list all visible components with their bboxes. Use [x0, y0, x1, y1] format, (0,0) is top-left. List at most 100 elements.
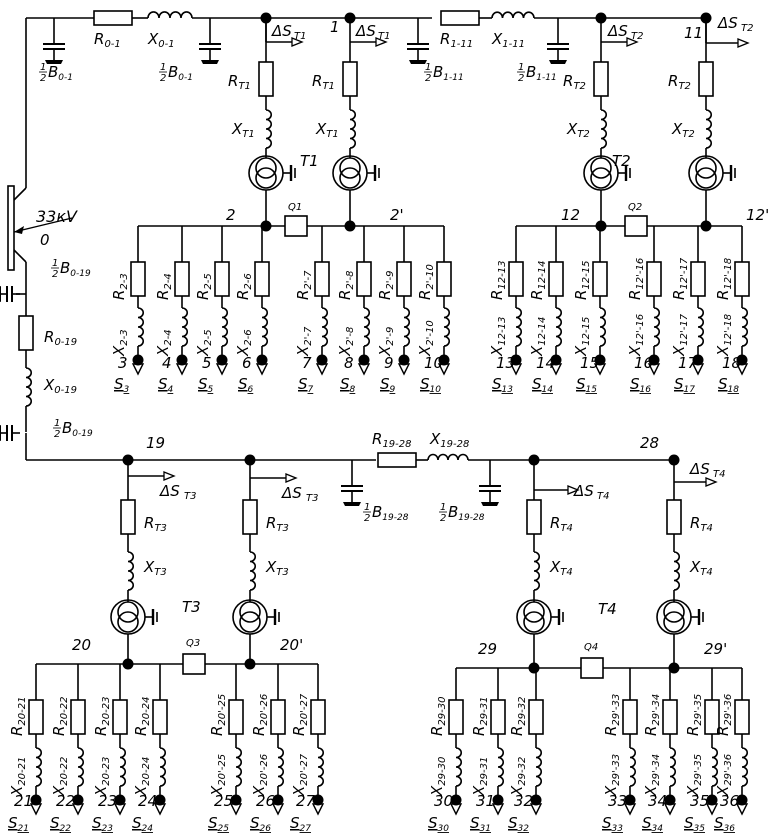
load-T2-br1	[549, 363, 563, 376]
S-main: S	[674, 375, 684, 393]
label-B111b-text: B1-11	[526, 63, 557, 83]
load-T1-br2	[215, 363, 229, 376]
label-T4-R-a-sub: T4	[560, 523, 572, 534]
R-sub: 29'-36	[723, 694, 734, 726]
X-sub: 20'-25	[217, 754, 228, 786]
R-main: R	[290, 726, 308, 736]
X-main: X	[508, 785, 526, 797]
label-R-12-13: R12-13	[488, 261, 508, 301]
R-main: R	[572, 290, 590, 300]
R-main: R	[250, 726, 268, 736]
node-label-23: 23	[98, 792, 117, 810]
R-sub: 29-32	[517, 697, 528, 726]
label-T3-R-b: RT3	[266, 514, 289, 534]
label-B019a-text: B0-19	[60, 259, 91, 279]
X-sub: 29'-36	[723, 754, 734, 786]
label-R111-text: R1-11	[440, 30, 473, 50]
label-R019-main: R	[44, 328, 54, 346]
load-T3-br3	[153, 803, 167, 816]
resistor-T2-b	[698, 61, 714, 97]
load-T1-br0	[131, 363, 145, 376]
label-B111b-sub: 1-11	[536, 73, 556, 83]
resistor-T3-br3	[152, 699, 168, 735]
node-T2-br2	[594, 354, 606, 366]
R-main: R	[626, 290, 644, 300]
node-T1-br0	[132, 354, 144, 366]
S-main: S	[380, 375, 390, 393]
inductor-X1928	[427, 453, 469, 461]
transformer-T1-b-case	[332, 155, 368, 191]
label-B01a-main: B	[48, 63, 58, 81]
label-X01-sub: 0-1	[158, 39, 174, 50]
resistor-T2-br0	[508, 261, 524, 297]
transformer-T3-b-case	[232, 599, 268, 635]
node-label-6: 6	[242, 354, 252, 372]
label-T2-name: T2	[612, 152, 631, 170]
node-label-33: 33	[608, 792, 627, 810]
inductor-T3-br1	[77, 747, 84, 787]
label-T2-X-b: XT2	[671, 120, 695, 140]
S-main: S	[238, 375, 248, 393]
R-main: R	[50, 726, 68, 736]
resistor-T4-br6	[734, 699, 750, 735]
R-main: R	[8, 726, 26, 736]
resistor-T3-br1	[70, 699, 86, 735]
X-sub: 12'-18	[723, 314, 734, 346]
S-sub: 14	[542, 385, 554, 395]
X-main: X	[572, 345, 590, 357]
X-main: X	[376, 345, 394, 357]
X-sub: 2-5	[203, 329, 214, 345]
label-X-29'-33: X29'-33	[602, 754, 622, 797]
label-X-29'-36: X29'-36	[714, 754, 734, 797]
R-sub: 29-30	[437, 697, 448, 726]
S-main: S	[114, 375, 124, 393]
S-sub: 26	[260, 824, 272, 834]
S-sub: 36	[724, 824, 736, 834]
transformer-T1-b-winding-b	[339, 167, 361, 189]
inductor-T4-br0	[455, 747, 462, 787]
label-B1928b-main: B	[448, 503, 458, 521]
inductor-T3-br3	[159, 747, 166, 787]
X-sub: 29'-35	[693, 754, 704, 786]
S-main: S	[532, 375, 542, 393]
inductor-T4-br1	[497, 747, 504, 787]
X-sub: 12'-16	[635, 314, 646, 346]
load-label-16: S16	[630, 375, 651, 395]
transformer-T4-a	[516, 599, 564, 635]
label-T1-bus-a: 2	[226, 206, 236, 224]
label-dS-T2b-sub: T2	[741, 23, 753, 34]
label-dS-T4a-sub: T4	[597, 491, 609, 502]
label-B1928a-den: 2	[364, 513, 370, 524]
X-sub: 20-22	[59, 757, 70, 786]
label-T3-bus-b: 20'	[280, 636, 303, 654]
label-X-12'-18: X12'-18	[714, 314, 734, 357]
node-T2-br5	[736, 354, 748, 366]
load-T3-br0	[29, 803, 43, 816]
label-dS-T1a-sub: T1	[294, 31, 306, 42]
load-label-18: S18	[718, 375, 739, 395]
label-T4-breaker: Q4	[584, 642, 598, 653]
label-T4-X-b-sub: T4	[700, 567, 712, 578]
label-X-29'-34: X29'-34	[642, 754, 662, 797]
R-main: R	[428, 726, 446, 736]
label-R-29-31: R29-31	[470, 697, 490, 737]
label-X-2'-9: X2'-9	[376, 327, 396, 357]
label-R111-sub: 1-11	[450, 39, 473, 50]
label-dS-T3b-sub: T3	[306, 493, 318, 504]
breaker-T4	[580, 657, 604, 679]
X-sub: 20-23	[101, 757, 112, 786]
label-B019b-den: 2	[54, 429, 60, 440]
node-label-31: 31	[476, 792, 495, 810]
label-T3-X-b: XT3	[265, 558, 289, 578]
transformer-T3-a-winding-a	[117, 601, 139, 623]
load-T1-br7	[437, 363, 451, 376]
label-X-2-5: X2-5	[194, 329, 214, 357]
X-main: X	[208, 785, 226, 797]
label-R-20-22: R20-22	[50, 697, 70, 737]
transformer-T4-b-case	[656, 599, 692, 635]
label-R-2-4: R2-4	[154, 273, 174, 300]
R-sub: 12'-17	[679, 257, 690, 289]
inductor-T4-b	[673, 551, 680, 591]
label-dS-T3b: ΔS	[281, 484, 302, 502]
transformer-T1-a-winding-a	[255, 157, 277, 179]
